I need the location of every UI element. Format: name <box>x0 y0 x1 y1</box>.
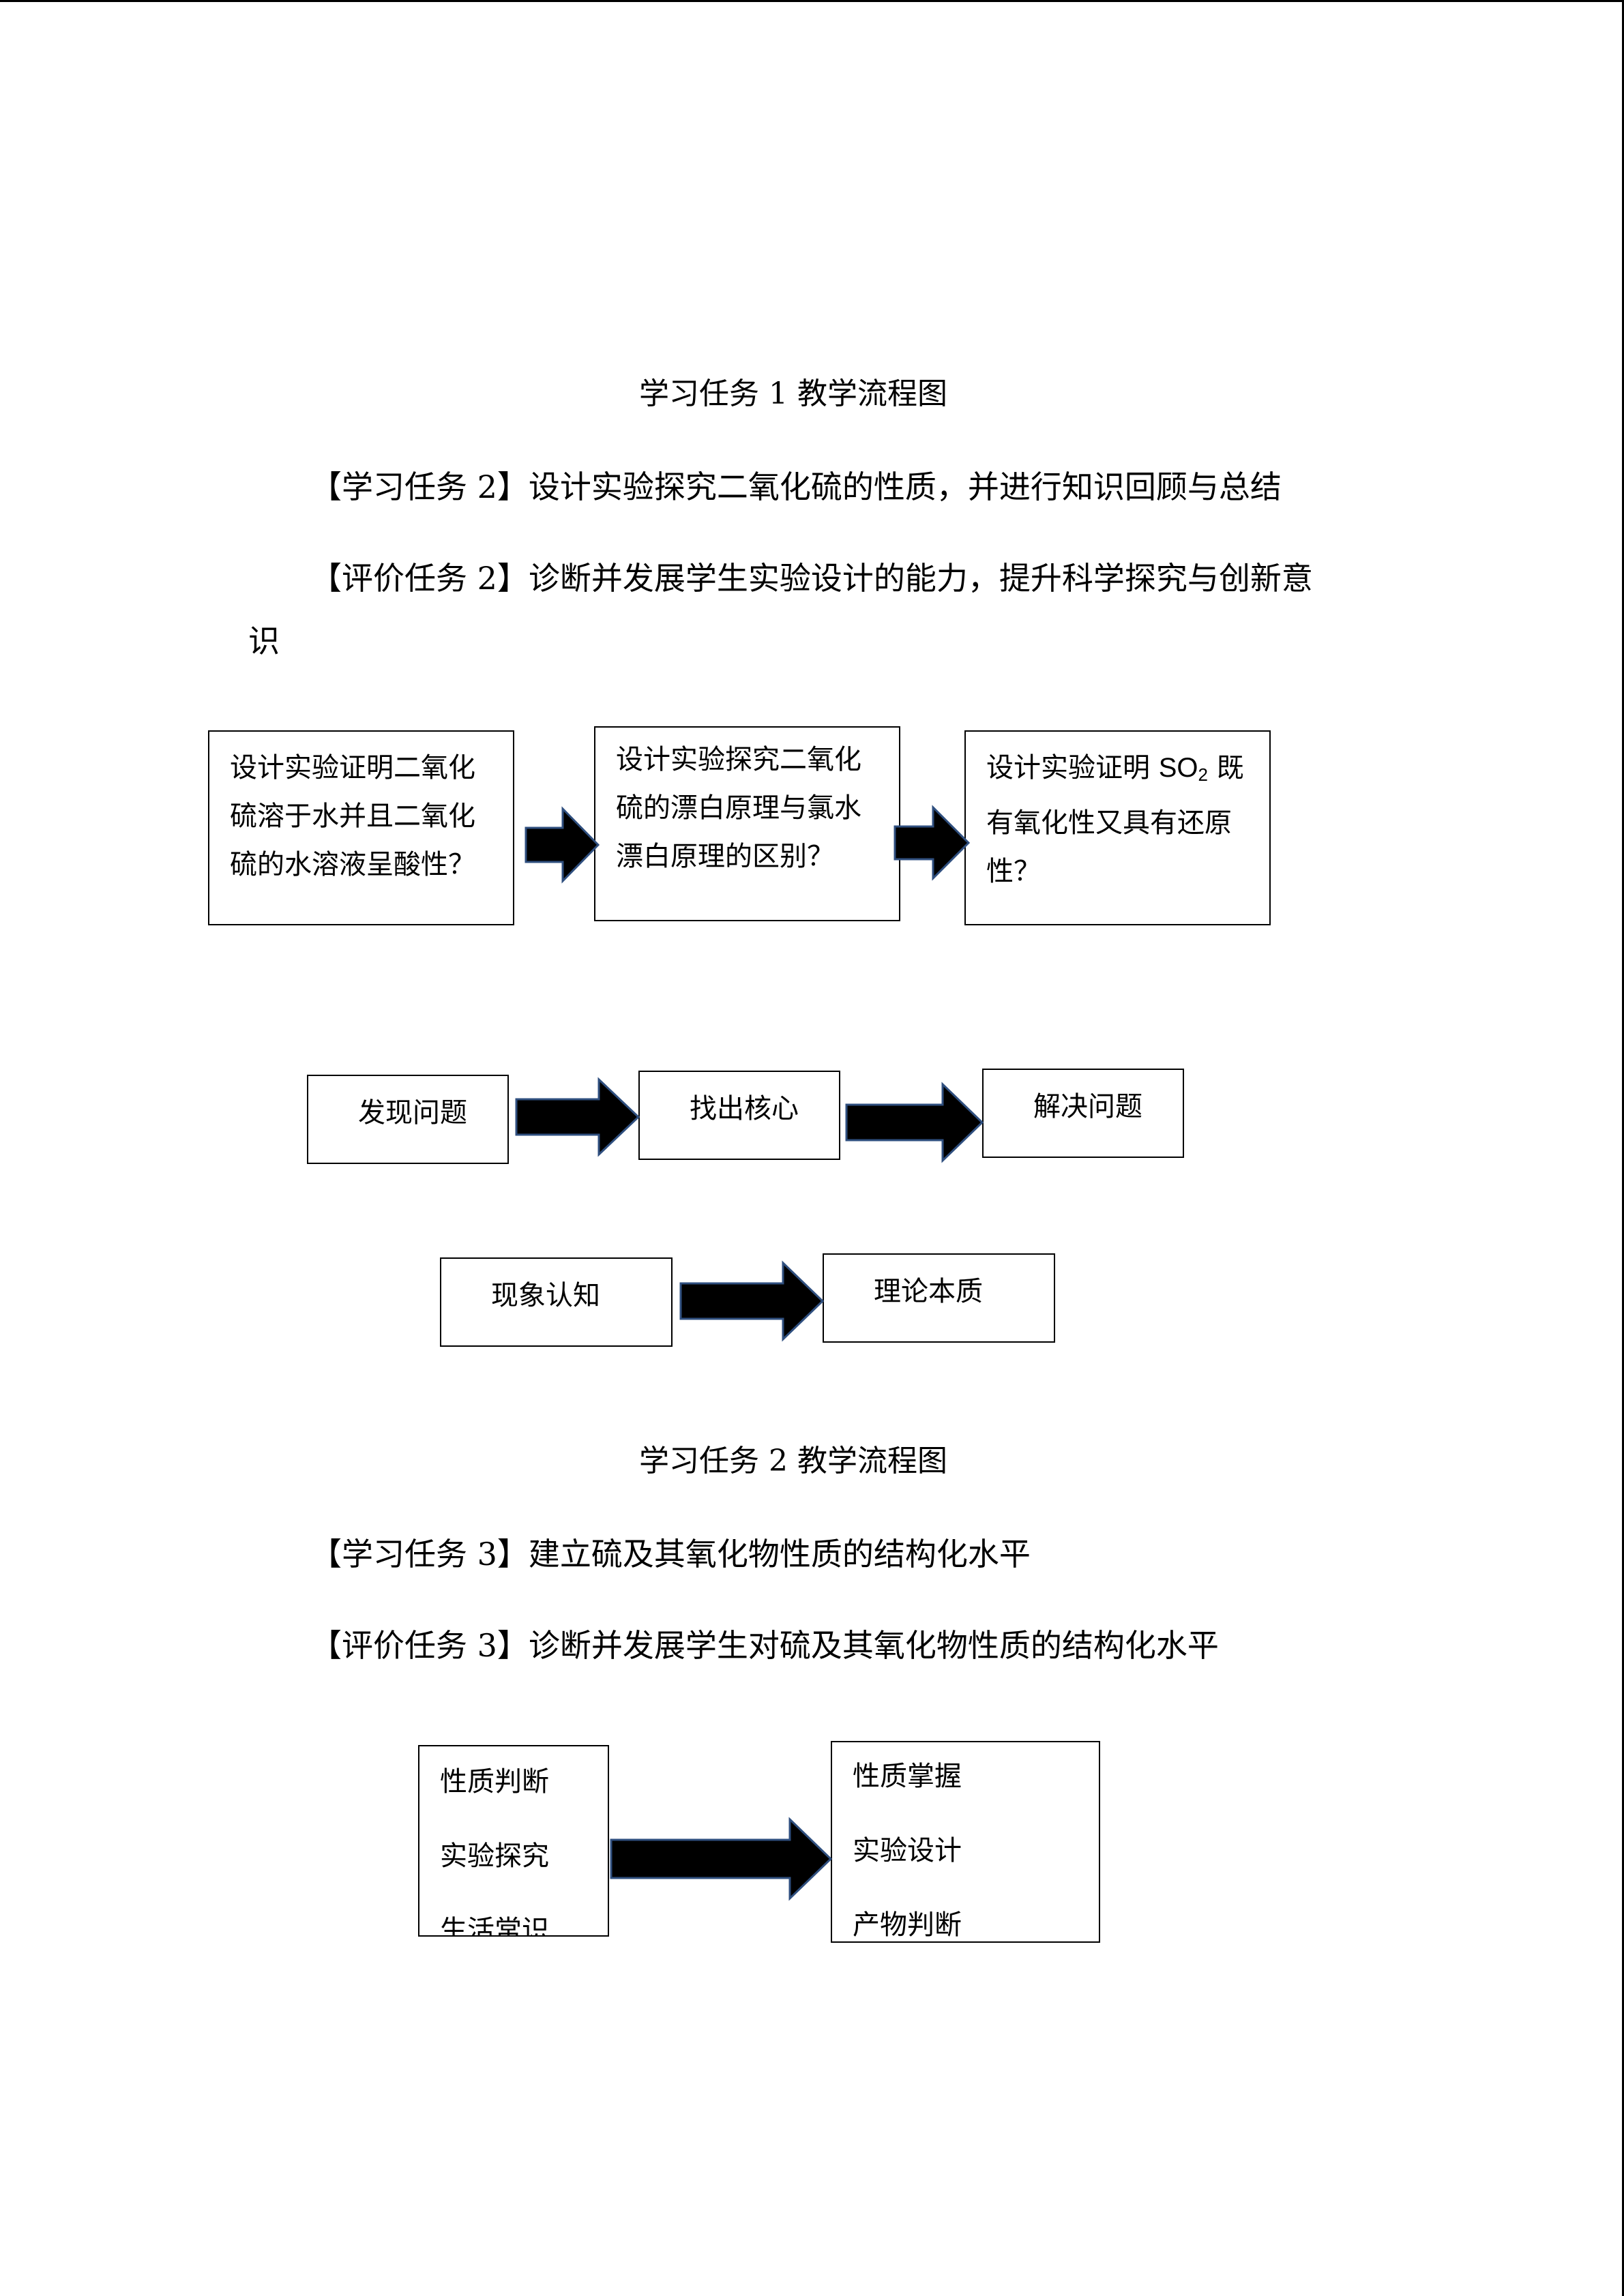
redox-line1-suffix: 既 <box>1207 752 1244 784</box>
flow4-right-list: 性质掌握 实验设计 产物判断 <box>853 1756 962 1941</box>
flow4-left-item: 性质判断 <box>440 1766 549 1798</box>
learning-task-2: 【学习任务 2】设计实验探究二氧化硫的性质，并进行知识回顾与总结 <box>310 468 1282 505</box>
page-right-border <box>1622 0 1624 2296</box>
flow1-box-redox-line1: 设计实验证明 SO2 既 <box>986 744 1244 799</box>
flow1-box-acidity-text: 设计实验证明二氧化 硫溶于水并且二氧化 硫的水溶液呈酸性？ <box>230 744 475 889</box>
flow2-arrow-2-icon <box>845 1082 984 1163</box>
flow2-step3-text: 解决问题 <box>1033 1091 1142 1122</box>
flow1-box-redox-line3: 性？ <box>986 856 1041 887</box>
flow3-box-phenomenon: 现象认知 <box>440 1257 673 1347</box>
flow2-step1-text: 发现问题 <box>358 1097 467 1129</box>
flow1-box-acidity-line: 设计实验证明二氧化 <box>230 752 475 784</box>
flow1-box-redox: 设计实验证明 SO2 既 有氧化性又具有还原 性？ <box>964 730 1271 925</box>
evaluation-task-3: 【评价任务 3】诊断并发展学生对硫及其氧化物性质的结构化水平 <box>310 1627 1219 1664</box>
flow1-box-redox-text: 设计实验证明 SO2 既 有氧化性又具有还原 性？ <box>986 744 1244 896</box>
flow4-left-item: 实验探究 <box>440 1840 549 1872</box>
flow1-box-bleaching-line: 硫的漂白原理与氯水 <box>616 792 861 824</box>
flow1-box-bleaching-line: 设计实验探究二氧化 <box>616 744 861 775</box>
flow2-step2-text: 找出核心 <box>690 1093 799 1124</box>
evaluation-task-2-line2: 识 <box>248 623 280 659</box>
flow4-right-item: 产物判断 <box>853 1909 962 1941</box>
flow4-arrow-icon <box>610 1817 833 1901</box>
flow2-box-find-core: 找出核心 <box>638 1071 840 1160</box>
page-top-border <box>0 0 1624 2</box>
flow4-left-list: 性质判断 实验探究 生活常识 <box>440 1761 549 1937</box>
flow4-left-item: 生活常识 <box>440 1915 549 1937</box>
learning-task-3: 【学习任务 3】建立硫及其氧化物性质的结构化水平 <box>310 1536 1031 1572</box>
so2-subscript: 2 <box>1198 764 1208 785</box>
flow4-right-item: 实验设计 <box>853 1835 962 1866</box>
flow1-box-acidity: 设计实验证明二氧化 硫溶于水并且二氧化 硫的水溶液呈酸性？ <box>208 730 514 925</box>
caption-task2-flowchart: 学习任务 2 教学流程图 <box>639 1444 947 1478</box>
flow3-step2-text: 理论本质 <box>874 1276 983 1307</box>
flow2-box-solve-problem: 解决问题 <box>982 1069 1184 1158</box>
flow1-box-acidity-line: 硫溶于水并且二氧化 <box>230 801 475 832</box>
caption-task1-flowchart: 学习任务 1 教学流程图 <box>639 376 947 411</box>
flow1-box-redox-line2: 有氧化性又具有还原 <box>986 807 1232 839</box>
so2-formula: SO <box>1158 753 1198 783</box>
flow3-arrow-icon <box>679 1260 825 1342</box>
flow1-box-bleaching: 设计实验探究二氧化 硫的漂白原理与氯水 漂白原理的区别？ <box>594 726 900 921</box>
flow3-step1-text: 现象认知 <box>491 1280 600 1311</box>
redox-line1-prefix: 设计实验证明 <box>986 752 1159 784</box>
flow2-arrow-1-icon <box>515 1077 640 1157</box>
flow4-box-left: 性质判断 实验探究 生活常识 <box>418 1745 609 1937</box>
flow3-box-theory: 理论本质 <box>823 1253 1055 1343</box>
flow1-box-acidity-line: 硫的水溶液呈酸性？ <box>230 849 475 880</box>
evaluation-task-2-line1: 【评价任务 2】诊断并发展学生实验设计的能力，提升科学探究与创新意 <box>310 560 1313 597</box>
flow1-arrow-1-icon <box>525 806 600 884</box>
flow4-right-item: 性质掌握 <box>853 1761 962 1792</box>
flow2-box-find-problem: 发现问题 <box>307 1075 509 1164</box>
flow1-arrow-2-icon <box>894 805 971 881</box>
flow1-box-bleaching-text: 设计实验探究二氧化 硫的漂白原理与氯水 漂白原理的区别？ <box>616 736 861 881</box>
flow4-box-right: 性质掌握 实验设计 产物判断 <box>831 1741 1100 1943</box>
flow1-box-bleaching-line: 漂白原理的区别？ <box>616 841 834 872</box>
